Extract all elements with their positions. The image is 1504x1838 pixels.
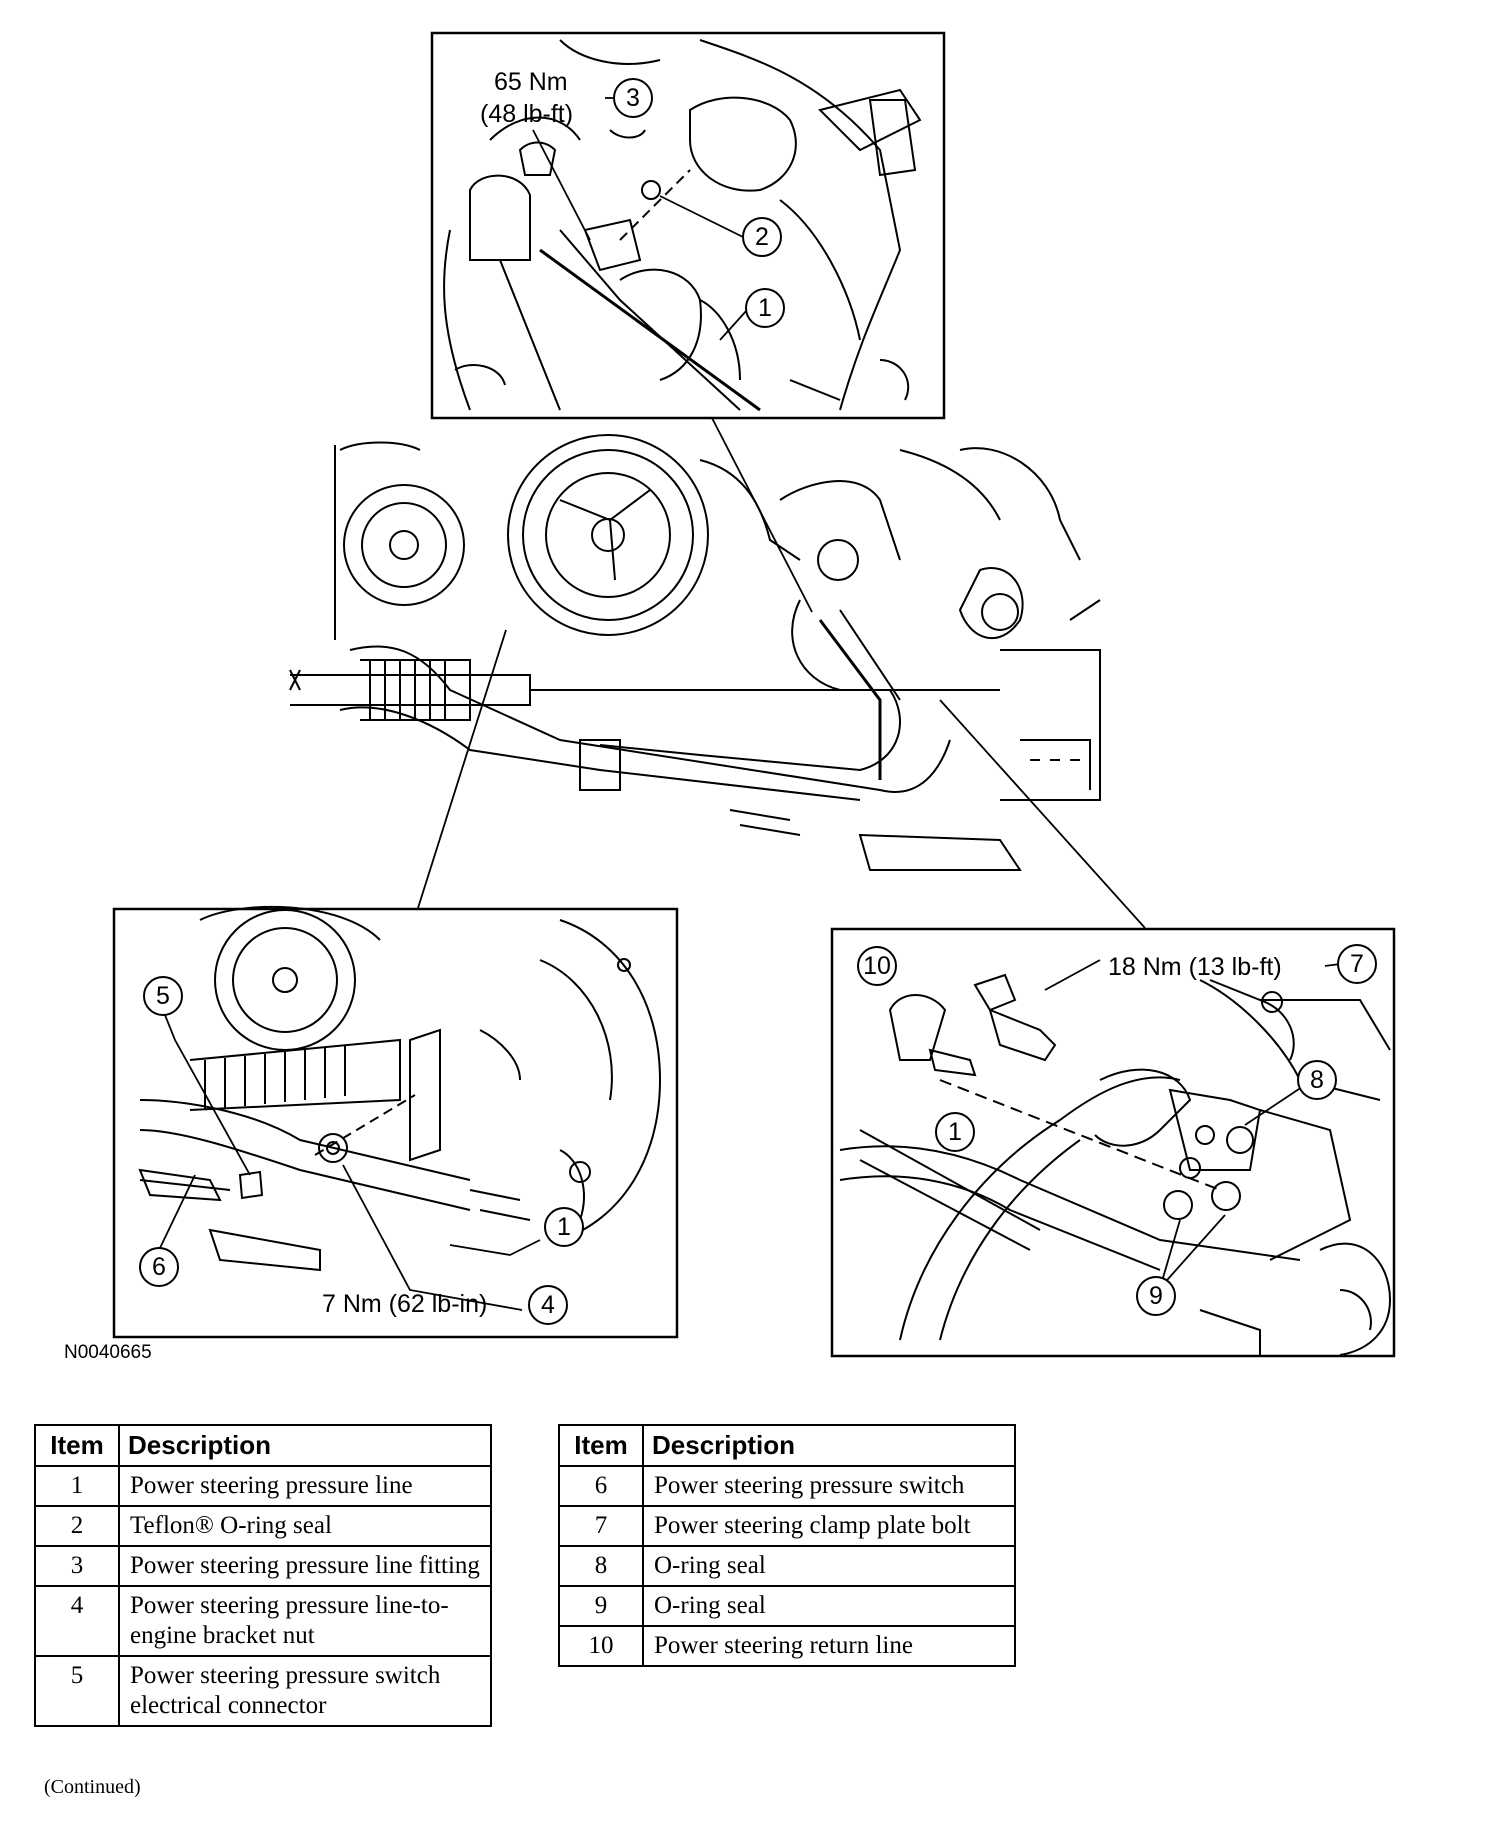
callout-number-1: 1: [758, 294, 772, 322]
item-number: 4: [34, 1585, 120, 1657]
item-description: Power steering clamp plate bolt: [642, 1505, 1016, 1547]
callout-number-5: 5: [156, 982, 170, 1010]
column-header-item: Item: [34, 1424, 120, 1467]
item-number: 1: [34, 1465, 120, 1507]
item-number: 3: [34, 1545, 120, 1587]
item-description: Power steering pressure switch: [642, 1465, 1016, 1507]
item-description: Power steering pressure line fitting: [118, 1545, 492, 1587]
callout-number-2: 2: [755, 223, 769, 251]
figure-id: N0040665: [64, 1342, 152, 1363]
item-number: 7: [558, 1505, 644, 1547]
item-number: 5: [34, 1655, 120, 1727]
column-header-description: Description: [642, 1424, 1016, 1467]
item-description: Teflon® O-ring seal: [118, 1505, 492, 1547]
item-number: 6: [558, 1465, 644, 1507]
torque-label-4: 7 Nm (62 lb-in): [322, 1290, 487, 1318]
bottom-left-inset: 5 6 1 7 Nm (62 lb-in) 4: [112, 905, 679, 1339]
item-description: O-ring seal: [642, 1585, 1016, 1627]
column-header-description: Description: [118, 1424, 492, 1467]
item-description: Power steering pressure line-to-engine b…: [118, 1585, 492, 1657]
bottom-right-inset: 10 18 Nm (13 lb-ft) 7 8 1 9: [830, 927, 1396, 1358]
callout-number-9: 9: [1149, 1282, 1163, 1310]
item-description: Power steering pressure switch electrica…: [118, 1655, 492, 1727]
top-inset: 65 Nm (48 lb-ft) 3 2 1: [430, 31, 946, 420]
callout-number-1-inset-left: 1: [557, 1213, 571, 1241]
callout-number-4: 4: [541, 1291, 555, 1319]
callout-number-7: 7: [1350, 950, 1364, 978]
item-number: 10: [558, 1625, 644, 1667]
item-number: 2: [34, 1505, 120, 1547]
continued-note: (Continued): [44, 1776, 141, 1798]
inset-leaders: [417, 417, 1146, 929]
main-engine-view: [289, 434, 1101, 871]
item-description: Power steering pressure line: [118, 1465, 492, 1507]
item-description: O-ring seal: [642, 1545, 1016, 1587]
diagram-illustration: 65 Nm (48 lb-ft) 3 2 1: [112, 31, 1396, 1358]
torque-label-3-lbft: (48 lb-ft): [480, 100, 573, 128]
item-description: Power steering return line: [642, 1625, 1016, 1667]
column-header-item: Item: [558, 1424, 644, 1467]
callout-number-8: 8: [1310, 1066, 1324, 1094]
item-number: 9: [558, 1585, 644, 1627]
callout-number-10: 10: [863, 952, 891, 980]
callout-number-3: 3: [626, 84, 640, 112]
torque-label-7: 18 Nm (13 lb-ft): [1108, 953, 1282, 981]
callout-number-1-inset-right: 1: [948, 1118, 962, 1146]
item-number: 8: [558, 1545, 644, 1587]
callout-number-6: 6: [152, 1253, 166, 1281]
torque-label-3-nm: 65 Nm: [494, 68, 568, 96]
